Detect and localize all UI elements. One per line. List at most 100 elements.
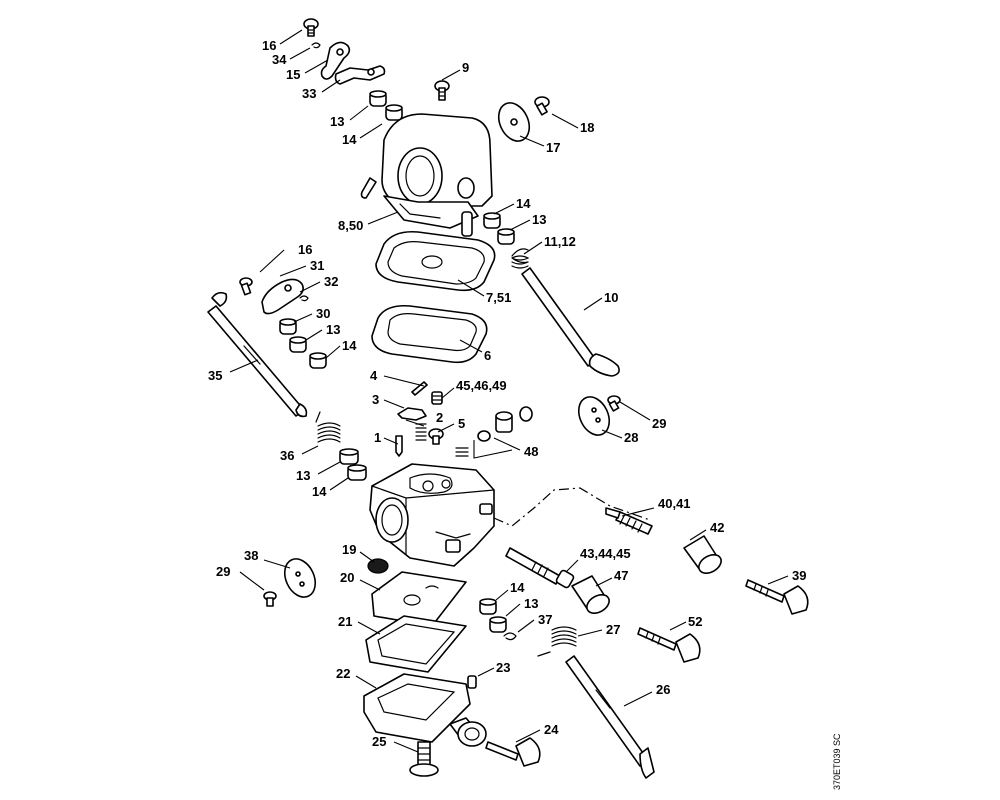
part-limiter-cap-42 — [683, 535, 722, 574]
callout-15: 15 — [286, 67, 300, 82]
callout-1: 1 — [374, 430, 381, 445]
callout-34: 34 — [272, 52, 287, 67]
part-bushing-14-left — [309, 352, 327, 369]
part-needle-40-41 — [605, 507, 653, 535]
part-choke-shaft-26 — [565, 655, 655, 779]
part-screw-9 — [434, 80, 450, 101]
callout-3: 3 — [372, 392, 379, 407]
callout-45-46-49: 45,46,49 — [456, 378, 507, 393]
part-needle-43-44-45 — [505, 547, 575, 589]
part-throttle-disc-38 — [283, 558, 317, 598]
callout-29-right: 29 — [652, 416, 666, 431]
part-throttle-shaft-35 — [207, 291, 308, 418]
part-spring-27 — [537, 626, 577, 657]
callout-10: 10 — [604, 290, 618, 305]
callout-13-top: 13 — [330, 114, 344, 129]
part-screw-16-top — [303, 18, 319, 37]
callout-20: 20 — [340, 570, 354, 585]
callout-52: 52 — [688, 614, 702, 629]
part-clip-32 — [299, 295, 309, 302]
part-screen-19 — [367, 558, 389, 574]
part-gasket-21 — [365, 615, 467, 673]
part-bushing-13-left — [289, 336, 307, 353]
part-metering-cover-22 — [363, 673, 487, 747]
callout-42: 42 — [710, 520, 724, 535]
callout-14-lower: 14 — [312, 484, 327, 499]
callout-36: 36 — [280, 448, 294, 463]
callout-18: 18 — [580, 120, 594, 135]
part-needle-1 — [395, 435, 403, 457]
callout-38: 38 — [244, 548, 258, 563]
part-adjust-screw-52 — [637, 627, 701, 663]
callout-11-12: 11,12 — [544, 234, 576, 249]
callout-8-50: 8,50 — [338, 218, 363, 233]
callout-24: 24 — [544, 722, 559, 737]
part-choke-shaft-10 — [521, 267, 620, 377]
callout-27: 27 — [606, 622, 620, 637]
adjust-screw-axis-line — [493, 487, 651, 527]
callout-14-right: 14 — [516, 196, 531, 211]
part-screw-29-right — [607, 395, 621, 412]
part-pump-48 — [455, 406, 533, 457]
callout-43-44-45: 43,44,45 — [580, 546, 631, 561]
part-bushing-14-top — [385, 104, 403, 121]
part-bushing-30 — [279, 318, 297, 335]
part-screw-5 — [428, 428, 444, 445]
part-spring-2 — [415, 423, 427, 441]
part-bushing-14-center — [479, 598, 497, 615]
callout-39: 39 — [792, 568, 806, 583]
part-bushing-13-right — [497, 228, 515, 245]
callout-9: 9 — [462, 60, 469, 75]
part-throttle-disc-17 — [497, 102, 531, 142]
callout-28: 28 — [624, 430, 638, 445]
part-lever-15 — [320, 41, 351, 80]
callout-16-left: 16 — [298, 242, 312, 257]
callout-7-51: 7,51 — [486, 290, 511, 305]
callout-2: 2 — [436, 410, 443, 425]
reference-code: 370ET039 SC — [832, 733, 842, 790]
part-bushing-13-center — [489, 616, 507, 633]
part-screw-16-left — [239, 277, 253, 296]
part-throttle-disc-28 — [577, 396, 611, 436]
part-bushing-14-lower — [347, 464, 367, 481]
callout-14-top: 14 — [342, 132, 357, 147]
callout-5: 5 — [458, 416, 465, 431]
callout-13-left: 13 — [326, 322, 340, 337]
part-pin-23 — [467, 675, 477, 689]
callout-16-top: 16 — [262, 38, 276, 53]
part-bushing-14-right — [483, 212, 501, 229]
part-limiter-cap-47 — [571, 575, 610, 614]
part-clip-37 — [503, 632, 517, 641]
part-screw-29-left — [263, 591, 277, 607]
part-intake-housing-8-50 — [360, 113, 493, 237]
callout-17: 17 — [546, 140, 560, 155]
callout-35: 35 — [208, 368, 222, 383]
part-clip-34 — [311, 42, 321, 49]
part-lever-31 — [261, 278, 304, 315]
callout-37: 37 — [538, 612, 552, 627]
part-idle-screw-24 — [485, 737, 541, 767]
callout-6: 6 — [484, 348, 491, 363]
part-diaphragm-20 — [371, 571, 467, 627]
part-shaft-lever-33 — [334, 65, 386, 85]
callout-13-right: 13 — [532, 212, 546, 227]
callout-40-41: 40,41 — [658, 496, 691, 511]
callout-14-left: 14 — [342, 338, 357, 353]
callout-33: 33 — [302, 86, 316, 101]
part-adjust-screw-39 — [745, 579, 809, 615]
callout-22: 22 — [336, 666, 350, 681]
part-screw-45-46-49 — [431, 391, 443, 405]
part-bushing-13-top — [369, 90, 387, 107]
part-screw-18 — [534, 96, 550, 116]
leader-lines — [229, 29, 789, 753]
callout-13-center: 13 — [524, 596, 538, 611]
callout-31: 31 — [310, 258, 324, 273]
callout-25: 25 — [372, 734, 386, 749]
callout-30: 30 — [316, 306, 330, 321]
part-spring-36 — [315, 411, 341, 443]
callout-21: 21 — [338, 614, 352, 629]
part-gasket-6 — [371, 304, 488, 364]
callout-13-lower: 13 — [296, 468, 310, 483]
part-carburetor-body — [369, 463, 495, 567]
callout-29-left: 29 — [216, 564, 230, 579]
